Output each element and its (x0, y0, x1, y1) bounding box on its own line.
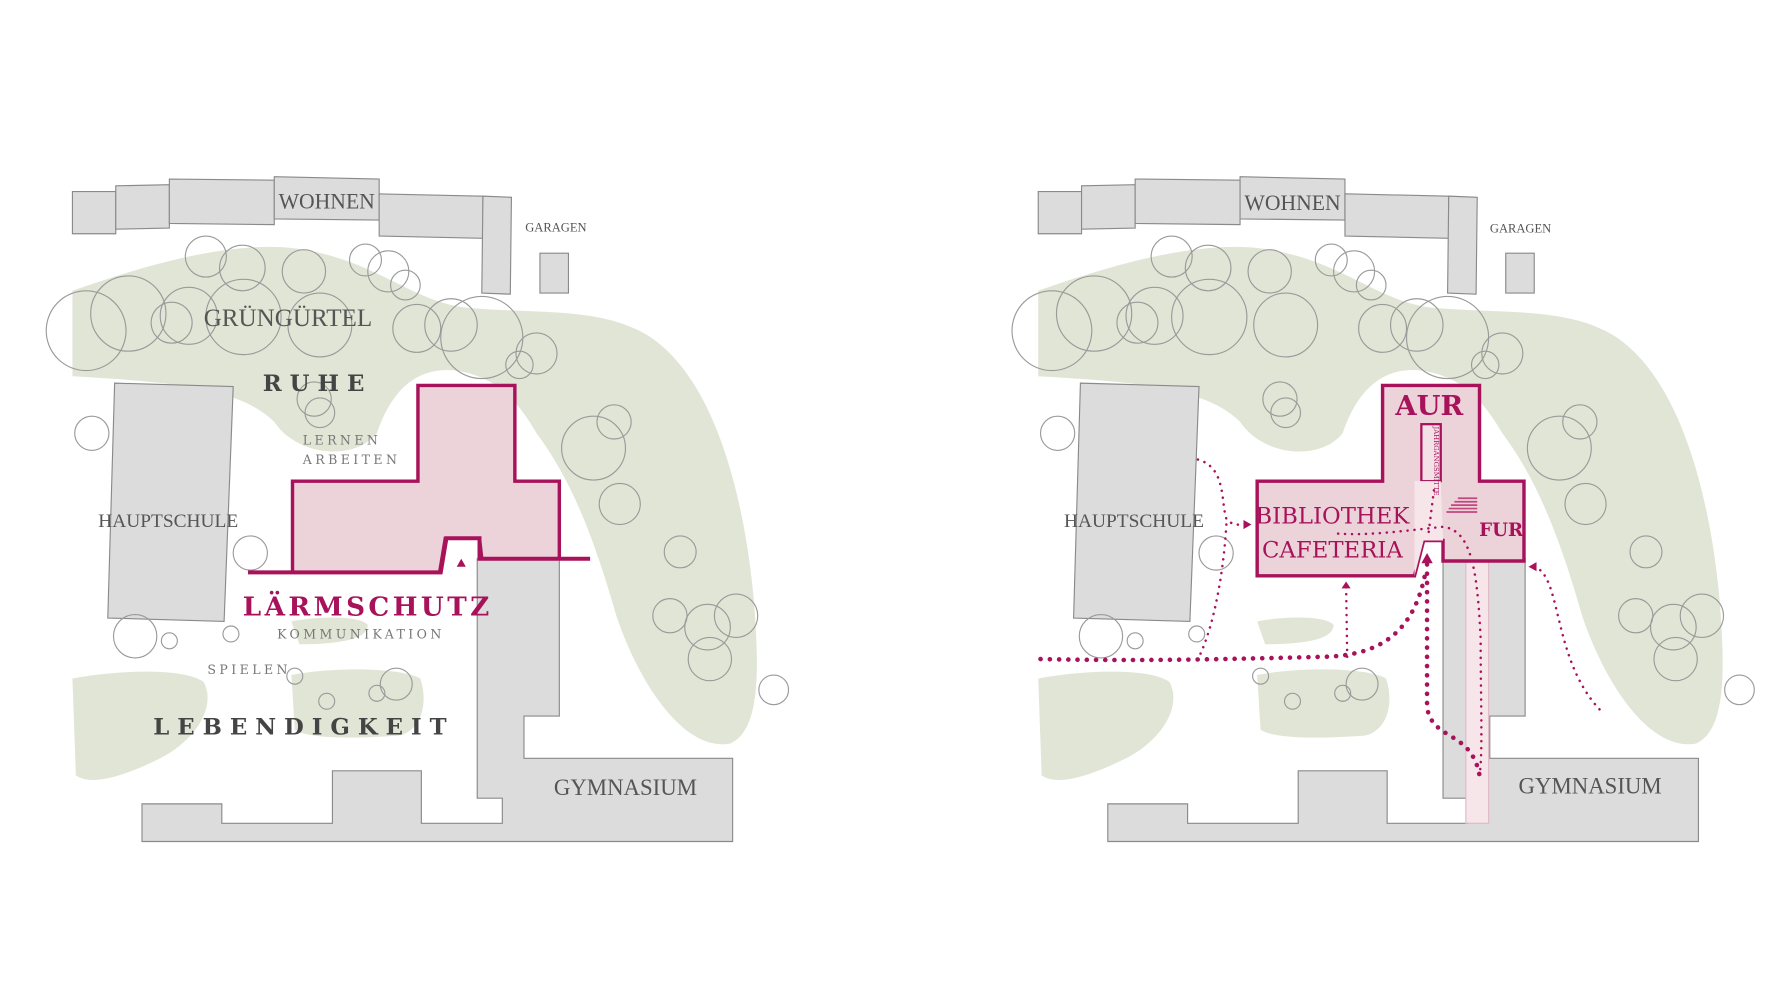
path-cafeteria (1344, 585, 1349, 661)
label-gymnasium: GYMNASIUM (554, 775, 697, 800)
label-gruenguertel: GRÜNGÜRTEL (204, 305, 372, 332)
label-arbeiten: ARBEITEN (302, 452, 401, 467)
label-kommunikation: KOMMUNIKATION (277, 627, 445, 642)
left-plan: WOHNEN GARAGEN GRÜNGÜRTEL RUHE LERNEN AR… (45, 176, 790, 843)
label-laermschutz: LÄRMSCHUTZ (243, 591, 493, 623)
noise-barrier-line (248, 536, 591, 575)
arrow-icon (1528, 562, 1537, 572)
main-path-south (1424, 562, 1482, 778)
arrow-icon (1341, 581, 1351, 589)
label-garagen: GARAGEN (1490, 222, 1551, 236)
label-hauptschule: HAUPTSCHULE (1064, 511, 1204, 532)
label-spielen: SPIELEN (207, 662, 290, 677)
path-hauptschule (1196, 458, 1253, 527)
label-ruhe: RUHE (263, 371, 373, 397)
right-plan: WOHNEN GARAGEN HAUPTSCHULE GYMNASIUM AUR… (1011, 176, 1755, 843)
path-east (1532, 565, 1604, 714)
label-garagen: GARAGEN (525, 220, 586, 234)
path-core (1426, 489, 1436, 538)
entrance-arrow-icon (456, 558, 466, 567)
label-aur: AUR (1394, 390, 1463, 422)
label-cafeteria: CAFETERIA (1262, 538, 1403, 564)
walkway (1465, 560, 1490, 824)
label-lebendigkeit: LEBENDIGKEIT (153, 714, 454, 740)
label-lernen: LERNEN (303, 433, 382, 448)
main-path (1038, 567, 1429, 663)
path-west (1196, 523, 1228, 661)
label-jahrgangsmitte: JAHRGANGSMITTE (1432, 425, 1440, 495)
arrow-icon (1421, 553, 1433, 564)
label-wohnen: WOHNEN (1244, 191, 1341, 215)
label-wohnen: WOHNEN (279, 190, 376, 214)
label-hauptschule: HAUPTSCHULE (98, 511, 238, 532)
path-internal (1336, 525, 1483, 777)
label-bibliothek: BIBLIOTHEK (1255, 503, 1410, 529)
label-fur: FUR (1479, 520, 1524, 541)
label-gymnasium: GYMNASIUM (1519, 774, 1662, 799)
arrow-icon (1243, 519, 1252, 530)
stairs-icon (1446, 497, 1478, 513)
